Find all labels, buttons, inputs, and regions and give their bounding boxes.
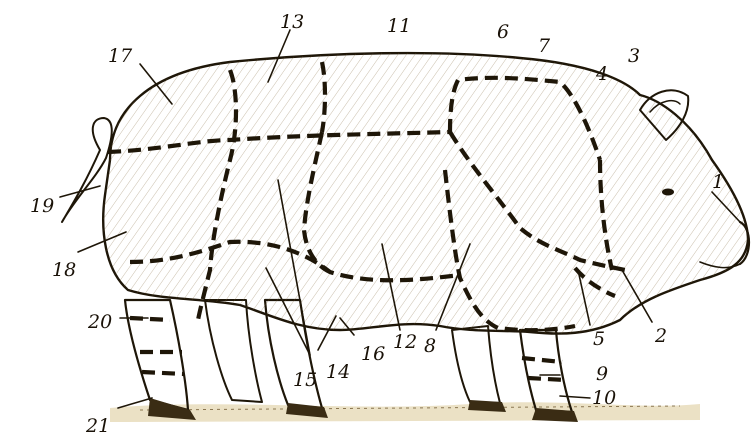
label-18: 18 bbox=[52, 259, 76, 281]
label-6: 6 bbox=[497, 21, 509, 43]
label-15: 15 bbox=[293, 369, 317, 391]
label-10: 10 bbox=[592, 387, 616, 409]
eye bbox=[662, 189, 674, 196]
label-19: 19 bbox=[30, 195, 54, 217]
label-14: 14 bbox=[326, 361, 350, 383]
label-3: 3 bbox=[628, 45, 640, 67]
label-11: 11 bbox=[387, 15, 411, 37]
label-13: 13 bbox=[280, 11, 304, 33]
label-20: 20 bbox=[87, 311, 112, 333]
label-12: 12 bbox=[393, 331, 417, 353]
label-4: 4 bbox=[595, 63, 608, 85]
label-5: 5 bbox=[593, 328, 605, 350]
label-21: 21 bbox=[85, 415, 110, 437]
label-8: 8 bbox=[424, 335, 436, 357]
label-16: 16 bbox=[361, 343, 385, 365]
label-7: 7 bbox=[538, 35, 551, 57]
label-17: 17 bbox=[108, 45, 133, 67]
label-9: 9 bbox=[596, 363, 608, 385]
label-1: 1 bbox=[712, 171, 724, 193]
label-2: 2 bbox=[654, 325, 667, 347]
